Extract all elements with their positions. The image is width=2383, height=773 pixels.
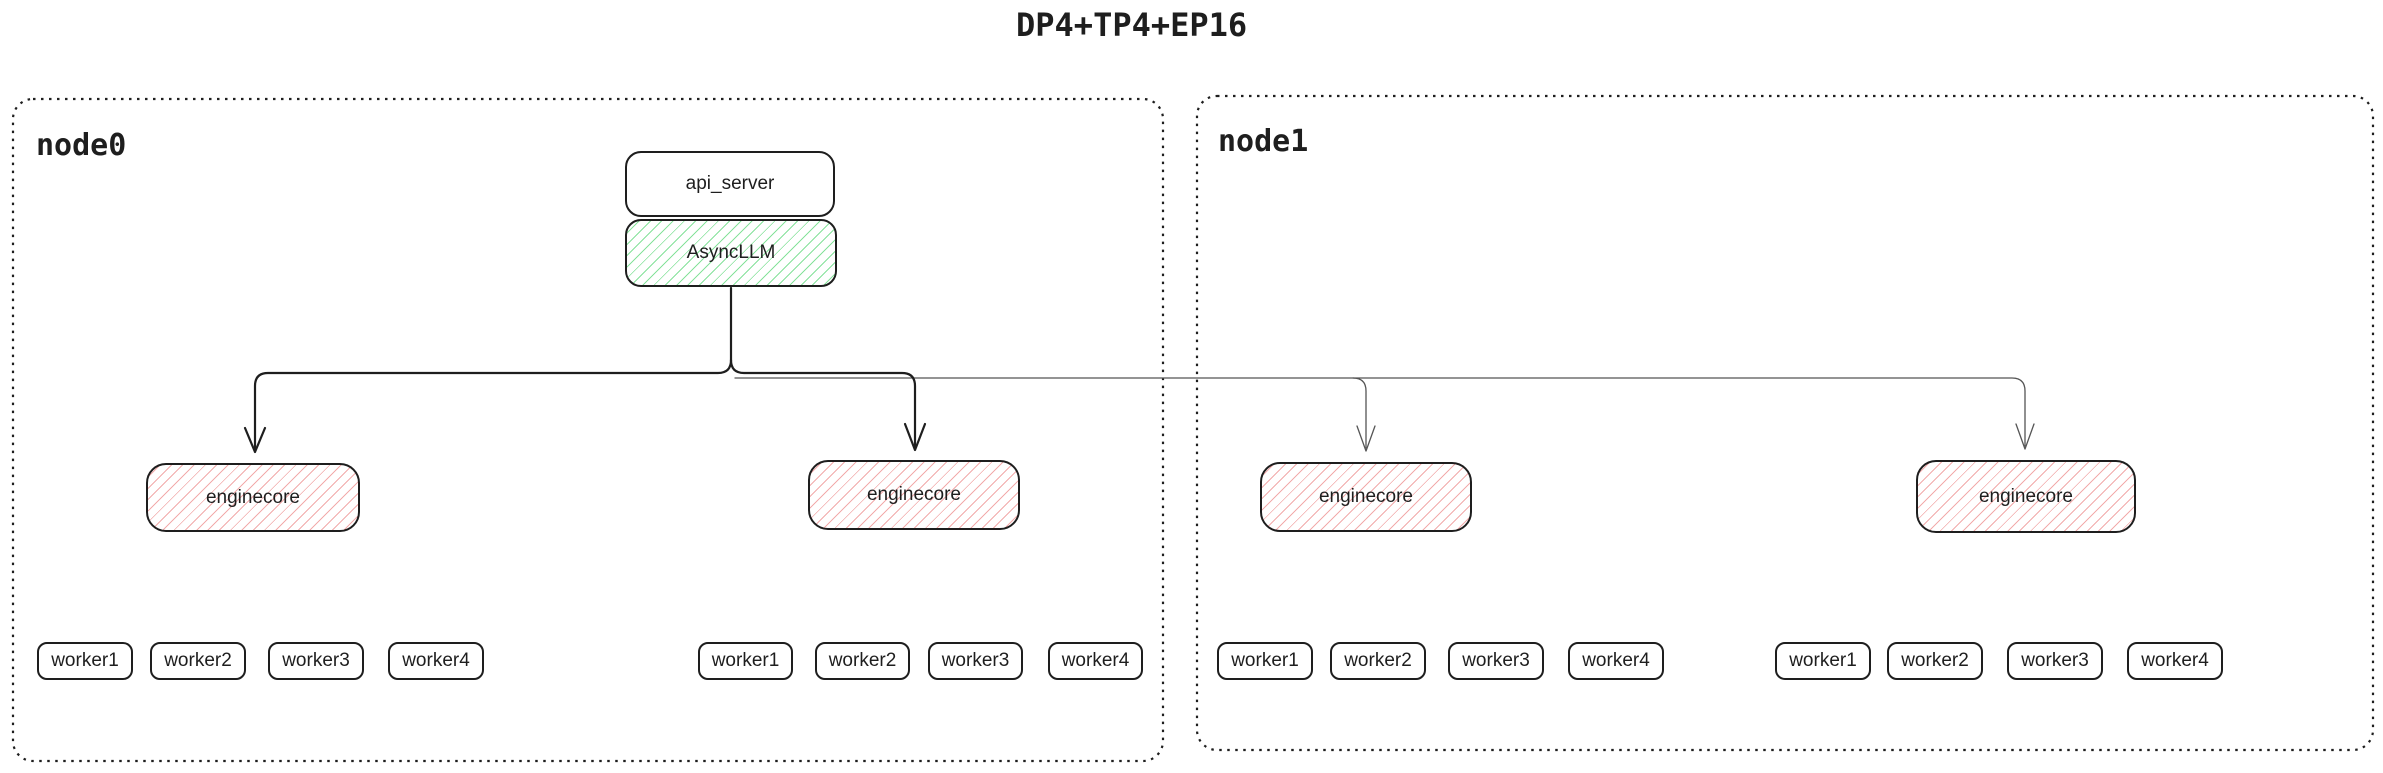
worker-box: worker2 — [815, 642, 910, 680]
worker-box: worker4 — [2127, 642, 2223, 680]
node1-border — [1195, 94, 2375, 752]
worker-box: worker3 — [268, 642, 364, 680]
diagram-title: DP4+TP4+EP16 — [1016, 6, 1248, 44]
connector-asyncllm-to-enginecore3 — [1352, 377, 1367, 449]
connector-asyncllm-to-enginecore4 — [734, 377, 2026, 447]
worker-box: worker2 — [1330, 642, 1426, 680]
enginecore3-box: enginecore — [1260, 462, 1472, 532]
worker-box: worker1 — [698, 642, 793, 680]
worker-box: worker2 — [1887, 642, 1983, 680]
arrowhead-enginecore2 — [903, 422, 927, 452]
worker-box: worker1 — [37, 642, 133, 680]
node1-label: node1 — [1218, 124, 1309, 159]
worker-box: worker1 — [1775, 642, 1871, 680]
asyncllm-box: AsyncLLM — [625, 219, 837, 287]
connector-asyncllm-to-enginecore1 — [253, 358, 733, 452]
api-server-box: api_server — [625, 151, 835, 217]
worker-box: worker3 — [1448, 642, 1544, 680]
worker-box: worker3 — [2007, 642, 2103, 680]
worker-box: worker3 — [928, 642, 1023, 680]
worker-box: worker1 — [1217, 642, 1313, 680]
worker-box: worker4 — [388, 642, 484, 680]
arrowhead-enginecore1 — [243, 426, 267, 454]
worker-box: worker4 — [1568, 642, 1664, 680]
enginecore2-box: enginecore — [808, 460, 1020, 530]
worker-box: worker2 — [150, 642, 246, 680]
connector-asyncllm-to-enginecore2 — [729, 358, 917, 450]
worker-box: worker4 — [1048, 642, 1143, 680]
arrowhead-enginecore4 — [2015, 423, 2035, 450]
enginecore4-box: enginecore — [1916, 460, 2136, 533]
arrowhead-enginecore3 — [1356, 425, 1376, 452]
node0-label: node0 — [36, 128, 127, 163]
enginecore1-box: enginecore — [146, 463, 360, 532]
